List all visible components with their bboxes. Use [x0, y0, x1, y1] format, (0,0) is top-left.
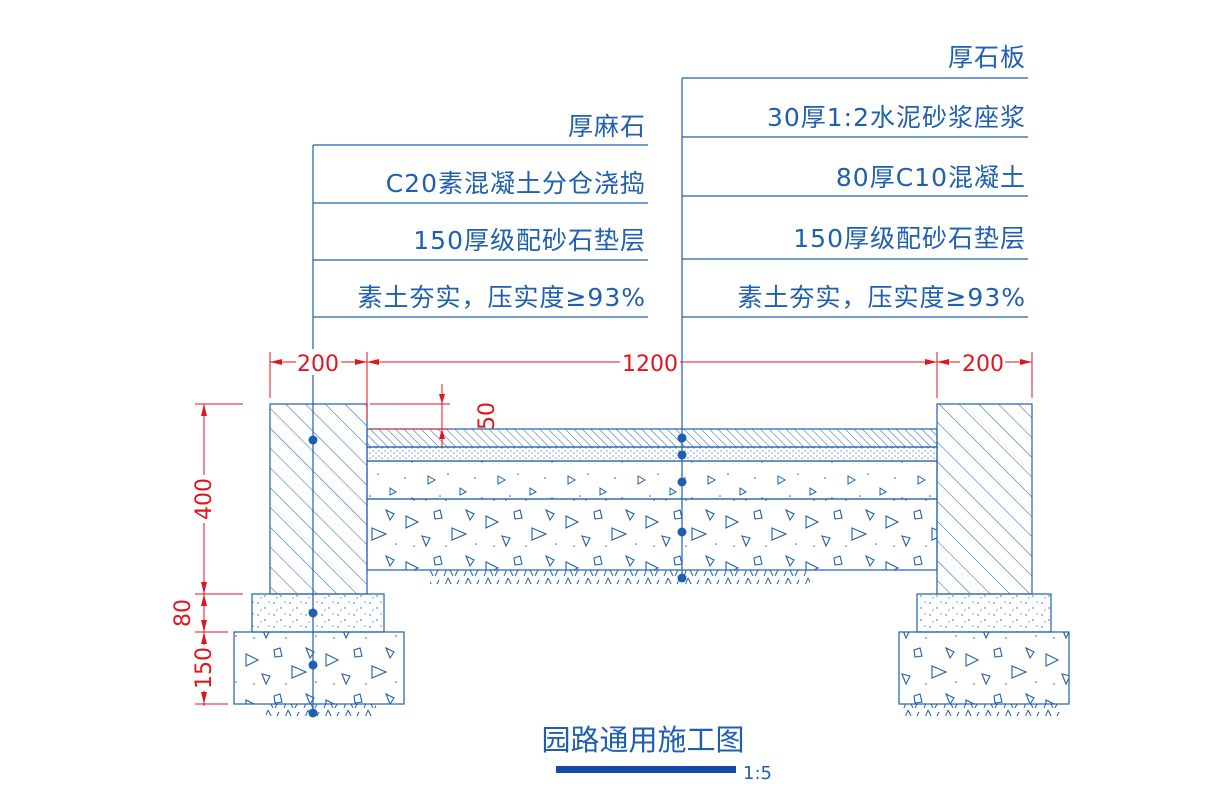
drawing-scale: 1:5 — [743, 763, 772, 784]
right-curb-gravel-footing — [898, 631, 1070, 705]
left-label-gravel: 150厚级配砂石垫层 — [413, 226, 646, 255]
left-curb-soil — [266, 704, 376, 716]
dim-pavement-width: 1200 — [622, 352, 678, 377]
pavement-section — [366, 428, 938, 584]
dim-left-curb-width: 200 — [297, 352, 339, 377]
left-leader-dot — [308, 708, 318, 718]
left-leader-dot — [308, 435, 318, 445]
drawing-title: 园路通用施工图 — [541, 723, 744, 757]
slab-thickness-dimension — [370, 384, 450, 448]
right-curb-stone — [936, 403, 1033, 595]
right-leader-dot — [677, 433, 687, 443]
right-leader-dot — [677, 450, 687, 460]
right-label-gravel: 150厚级配砂石垫层 — [793, 224, 1026, 253]
left-curb-stone — [269, 403, 368, 595]
left-label-stone: 厚麻石 — [568, 112, 646, 141]
right-label-concrete: 80厚C10混凝土 — [836, 163, 1026, 192]
left-leader-dots — [308, 435, 318, 718]
right-curb-concrete-base — [916, 593, 1052, 633]
dim-base-height: 80 — [171, 599, 196, 627]
mortar-bed-layer — [366, 446, 938, 462]
left-curb-concrete-base — [251, 593, 385, 633]
right-curb-soil — [903, 704, 1063, 716]
dim-slab-thickness: 50 — [475, 402, 500, 430]
left-curb-stack — [233, 403, 405, 716]
left-label-soil: 素土夯实，压实度≥93% — [357, 283, 646, 312]
right-callout — [681, 77, 1028, 578]
gravel-cushion-layer — [366, 498, 938, 571]
right-leader-dot — [677, 477, 687, 487]
right-leader-dot — [677, 527, 687, 537]
left-callout — [312, 144, 648, 713]
right-callout-labels: 厚石板 30厚1:2水泥砂浆座浆 80厚C10混凝土 150厚级配砂石垫层 素土… — [737, 43, 1026, 312]
right-label-slab: 厚石板 — [948, 43, 1026, 72]
right-label-mortar: 30厚1:2水泥砂浆座浆 — [767, 103, 1026, 132]
dim-right-curb-width: 200 — [962, 352, 1004, 377]
right-label-soil: 素土夯实，压实度≥93% — [737, 283, 1026, 312]
left-curb-gravel-footing — [233, 631, 405, 705]
left-label-concrete: C20素混凝土分仓浇捣 — [386, 169, 646, 198]
title-scale-bar — [556, 766, 736, 773]
stone-slab-layer — [366, 428, 938, 448]
right-leader-dots — [677, 433, 687, 583]
dim-curb-height: 400 — [192, 478, 217, 520]
right-curb-stack — [898, 403, 1070, 716]
left-callout-labels: 厚麻石 C20素混凝土分仓浇捣 150厚级配砂石垫层 素土夯实，压实度≥93% — [357, 112, 646, 312]
compacted-soil-main — [430, 570, 810, 584]
c10-concrete-layer — [366, 460, 938, 500]
right-leader-dot — [677, 573, 687, 583]
left-leader-dot — [308, 608, 318, 618]
dim-footing-height: 150 — [192, 647, 217, 689]
left-leader-dot — [308, 660, 318, 670]
